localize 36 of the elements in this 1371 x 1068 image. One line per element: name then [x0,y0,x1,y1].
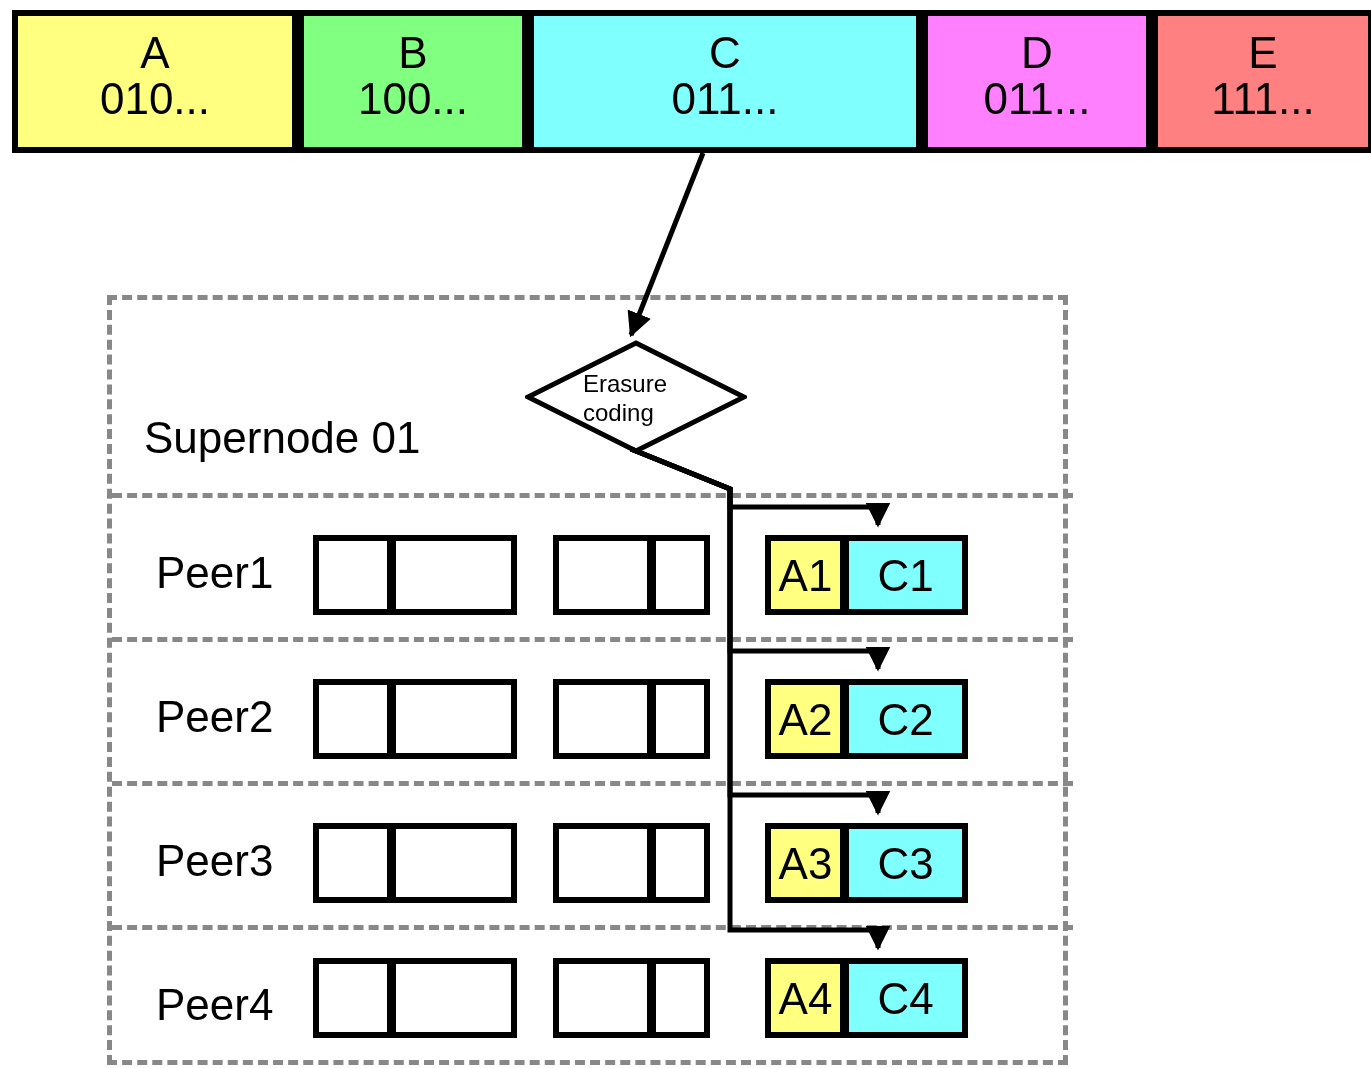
segment-label: D 011... [982,30,1092,123]
segment-label: C 011... [670,30,780,123]
cell-label: C2 [876,697,935,744]
cell-label: C1 [876,553,935,600]
storage-cell [765,535,846,615]
segment-label: A 010... [98,30,212,123]
row-label: Peer2 [156,694,274,741]
empty-storage-cell [650,958,710,1038]
cell-label: A3 [777,841,834,888]
cell-label: A4 [777,976,834,1023]
arrow [627,152,706,338]
empty-storage-cell [650,535,710,615]
row-label: Peer3 [156,838,274,885]
storage-cell [765,958,846,1038]
storage-cell [843,823,968,903]
row-label: Peer1 [156,550,274,597]
cell-label: C4 [876,976,935,1023]
empty-storage-cell [650,679,710,759]
row-label: Peer4 [156,982,274,1029]
arrow [630,446,891,951]
segment-box [12,10,298,153]
group-label: Supernode 01 [144,415,421,462]
segment-label: E 111... [1210,30,1316,123]
decision-diamond [525,340,747,454]
storage-cell [843,679,968,759]
storage-cell [765,679,846,759]
cell-label: C3 [876,841,935,888]
storage-cell [765,823,846,903]
cell-label: A2 [777,697,834,744]
segment-label: B 100... [356,30,470,123]
storage-cell [843,958,968,1038]
diamond-label: Erasure coding [583,370,669,428]
segment-box [1152,10,1371,153]
empty-storage-cell [650,823,710,903]
cell-label: A1 [777,553,834,600]
storage-cell [843,535,968,615]
